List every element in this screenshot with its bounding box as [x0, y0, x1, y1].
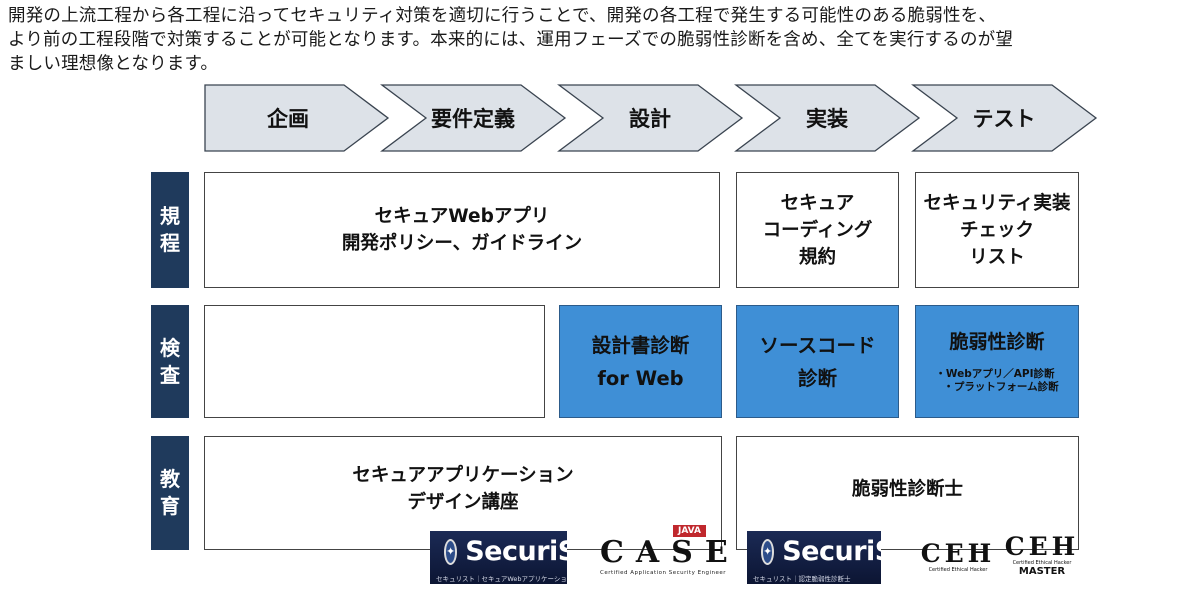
- securisi-wordmark: SecuriSi: [465, 536, 567, 567]
- box-line: リスト: [969, 246, 1025, 268]
- row-header-char: 規: [160, 204, 180, 228]
- ceh-tagline: Certified Ethical Hacker: [1012, 560, 1072, 566]
- box-line: 規約: [798, 246, 836, 268]
- row-header-education: 教 育: [151, 436, 189, 550]
- box-line: for Web: [597, 366, 684, 390]
- row-header-char: 程: [160, 231, 180, 255]
- box-line: 診断: [797, 366, 837, 390]
- securisi-logo: ✦ SecuriSi セキュリスト｜認定脆弱性診断士: [747, 531, 881, 584]
- box-line: デザイン講座: [407, 492, 519, 513]
- box-line: 開発ポリシー、ガイドライン: [341, 233, 583, 254]
- securisi-tagline: セキュリスト｜認定脆弱性診断士: [753, 574, 851, 583]
- securisi-emblem-icon: ✦: [444, 538, 458, 565]
- ceh-tagline: Certified Ethical Hacker: [928, 567, 988, 573]
- box-line: 脆弱性診断士: [851, 478, 963, 500]
- sub-item: ・Webアプリ／API診断: [935, 368, 1055, 380]
- ceh-logo: CEH Certified Ethical Hacker: [920, 540, 996, 582]
- row-header-char: 査: [160, 362, 180, 387]
- security-checklist-box: セキュリティ実装 チェック リスト: [915, 172, 1079, 288]
- case-java-logo: JAVA CASE Certified Application Security…: [600, 525, 740, 580]
- ceh-master-label: MASTER: [1018, 566, 1066, 577]
- box-line: 設計書診断: [591, 333, 690, 357]
- sub-item: ・プラットフォーム診断: [943, 381, 1059, 393]
- ceh-wordmark: CEH: [920, 539, 996, 568]
- phase-label: 設計: [629, 107, 671, 131]
- ceh-wordmark: CEH: [1004, 532, 1080, 561]
- phase-chevron-requirements: 要件定義: [380, 84, 567, 152]
- box-title: 脆弱性診断: [949, 331, 1045, 353]
- box-line: セキュア: [780, 192, 855, 214]
- row-header-char: 検: [160, 335, 180, 360]
- intro-line: ましい理想像となります。: [8, 54, 219, 74]
- securisi-emblem-icon: ✦: [761, 538, 775, 565]
- phase-chevron-row: 企画 要件定義 設計 実装 テスト: [204, 84, 1098, 152]
- intro-paragraph: 開発の上流工程から各工程に沿ってセキュリティ対策を適切に行うことで、開発の各工程…: [8, 4, 1118, 76]
- phase-chevron-test: テスト: [911, 84, 1098, 152]
- securisi-wordmark: SecuriSi: [782, 536, 881, 567]
- vulnerability-diagnosis-box: 脆弱性診断 ・Webアプリ／API診断 ・プラットフォーム診断: [915, 305, 1079, 418]
- policy-guideline-box: セキュアWebアプリ 開発ポリシー、ガイドライン: [204, 172, 720, 288]
- phase-chevron-planning: 企画: [204, 84, 390, 152]
- ceh-master-logo: CEH Certified Ethical Hacker MASTER: [1003, 533, 1081, 583]
- intro-line: 開発の上流工程から各工程に沿ってセキュリティ対策を適切に行うことで、開発の各工程…: [8, 6, 997, 26]
- phase-label: 要件定義: [431, 107, 515, 131]
- case-tagline: Certified Application Security Engineer: [600, 570, 727, 576]
- box-line: チェック: [959, 219, 1034, 241]
- phase-label: テスト: [973, 107, 1036, 131]
- row-header-inspection: 検 査: [151, 305, 189, 418]
- row-header-rules: 規 程: [151, 172, 189, 288]
- box-sub-list: ・Webアプリ／API診断 ・プラットフォーム診断: [935, 368, 1058, 394]
- box-line: セキュリティ実装: [923, 192, 1071, 214]
- phase-label: 実装: [806, 107, 848, 131]
- row-header-char: 教: [160, 467, 180, 491]
- securisi-logo: ✦ SecuriSi セキュリスト｜セキュアWebアプリケーション設計士: [430, 531, 567, 584]
- case-wordmark: CASE: [600, 535, 740, 570]
- box-line: ソースコード: [759, 333, 876, 357]
- intro-line: より前の工程段階で対策することが可能となります。本来的には、運用フェーズでの脆弱…: [8, 30, 1014, 50]
- phase-chevron-implementation: 実装: [734, 84, 921, 152]
- case-java-badge: JAVA: [672, 525, 706, 537]
- phase-chevron-design: 設計: [557, 84, 744, 152]
- secure-coding-rules-box: セキュア コーディング 規約: [736, 172, 899, 288]
- box-line: セキュアアプリケーション: [352, 465, 574, 486]
- design-doc-diagnosis-box: 設計書診断 for Web: [559, 305, 722, 418]
- source-code-diagnosis-box: ソースコード 診断: [736, 305, 899, 418]
- row-header-char: 育: [160, 494, 180, 518]
- empty-inspection-box: [204, 305, 545, 418]
- box-line: セキュアWebアプリ: [374, 206, 550, 227]
- phase-label: 企画: [266, 107, 309, 131]
- securisi-tagline: セキュリスト｜セキュアWebアプリケーション設計士: [436, 574, 567, 583]
- box-line: コーディング: [762, 219, 873, 241]
